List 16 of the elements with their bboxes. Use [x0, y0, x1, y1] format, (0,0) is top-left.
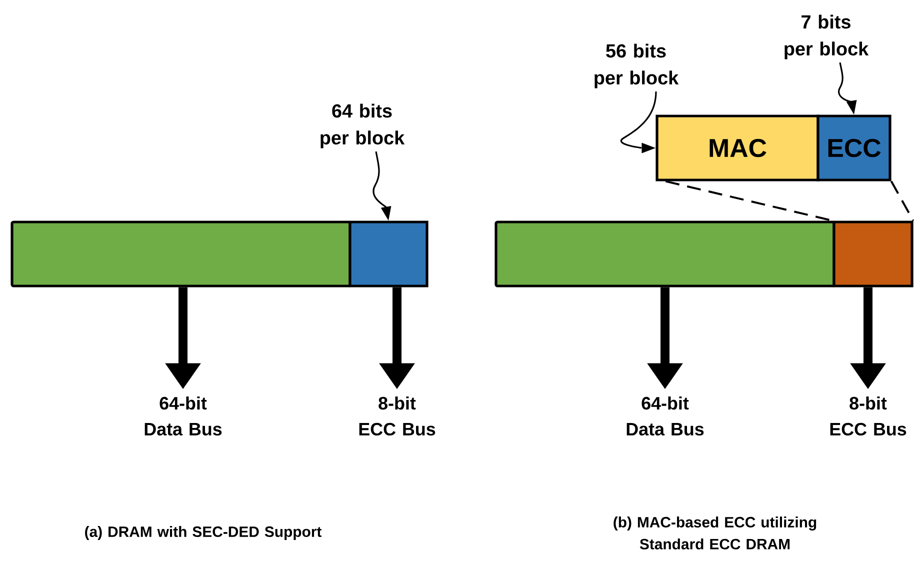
bar-segment	[494, 220, 836, 288]
bus-label: 8-bit ECC Bus	[359, 396, 436, 436]
bus-label: 64-bit Data Bus	[626, 396, 704, 436]
callout-text: 56 bits per block	[594, 44, 679, 88]
bar-segment	[10, 220, 352, 288]
bar-segment	[832, 220, 914, 288]
mac-box: MAC	[656, 114, 820, 182]
callout-text: 7 bits per block	[784, 14, 869, 60]
bus-label: 64-bit Data Bus	[144, 396, 222, 436]
caption: (a) DRAM with SEC-DED Support	[85, 526, 322, 540]
caption: (b) MAC-based ECC utilizing Standard ECC DRAM	[614, 516, 816, 550]
bus-label: 8-bit ECC Bus	[830, 396, 906, 436]
callout-text: 64 bits per block	[320, 104, 405, 148]
ecc-box: ECC	[816, 114, 892, 182]
bar-segment	[348, 220, 428, 288]
zoom-line	[890, 180, 914, 222]
